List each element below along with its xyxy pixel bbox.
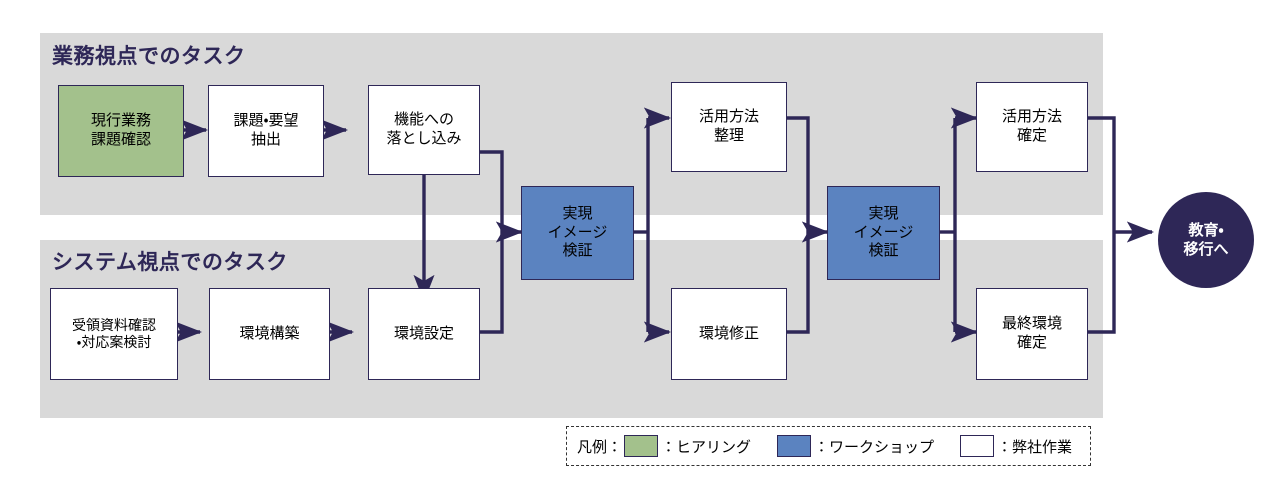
node-label: 実現 イメージ 検証 <box>547 204 608 260</box>
swimlane-title-business: 業務視点でのタスク <box>52 45 246 68</box>
node-usage-fix[interactable]: 活用方法 確定 <box>976 82 1088 172</box>
node-env-final[interactable]: 最終環境 確定 <box>976 288 1088 380</box>
node-env-config[interactable]: 環境設定 <box>368 288 480 380</box>
node-label: 活用方法 確定 <box>1001 108 1062 144</box>
node-label: 受領資料確認 ・対応案検討 <box>72 316 156 351</box>
node-usage-arrange[interactable]: 活用方法 整理 <box>671 82 787 172</box>
node-env-fix[interactable]: 環境修正 <box>671 288 787 380</box>
legend-swatch-workshop <box>777 435 812 457</box>
node-label: 現行業務 課題確認 <box>90 112 151 148</box>
node-label: 活用方法 整理 <box>698 108 759 144</box>
node-doc-review[interactable]: 受領資料確認 ・対応案検討 <box>50 288 178 380</box>
node-next-phase[interactable]: 教育・ 移行へ <box>1158 192 1254 288</box>
node-issue-extract[interactable]: 課題・要望 抽出 <box>208 85 324 177</box>
legend-label-company: ：弊社作業 <box>997 438 1073 456</box>
node-label: 実現 イメージ 検証 <box>853 204 914 260</box>
node-label: 機能への 落とし込み <box>386 111 462 147</box>
node-feature-mapping[interactable]: 機能への 落とし込み <box>368 85 480 175</box>
node-current-issue[interactable]: 現行業務 課題確認 <box>58 85 184 177</box>
node-label: 環境修正 <box>698 324 759 342</box>
node-label: 環境設定 <box>393 324 454 342</box>
legend-swatch-hearing <box>624 435 659 457</box>
swimlane-title-system: システム視点でのタスク <box>52 251 288 274</box>
node-workshop-2[interactable]: 実現 イメージ 検証 <box>827 186 940 280</box>
node-label: 教育・ 移行へ <box>1183 221 1229 259</box>
legend-item-workshop: ：ワークショップ <box>777 435 934 457</box>
node-label: 環境構築 <box>239 324 300 342</box>
legend-item-company: ：弊社作業 <box>960 435 1072 457</box>
legend-label-workshop: ：ワークショップ <box>814 438 935 456</box>
node-label: 課題・要望 抽出 <box>233 112 299 148</box>
node-label: 最終環境 確定 <box>1001 315 1062 351</box>
legend-label-hearing: ：ヒアリング <box>661 438 752 456</box>
node-workshop-1[interactable]: 実現 イメージ 検証 <box>521 186 634 280</box>
legend-title: 凡例： <box>577 438 623 456</box>
node-env-build[interactable]: 環境構築 <box>209 288 330 380</box>
legend: 凡例： ：ヒアリング ：ワークショップ ：弊社作業 <box>566 426 1091 466</box>
legend-swatch-company <box>960 435 995 457</box>
legend-item-hearing: ：ヒアリング <box>624 435 751 457</box>
